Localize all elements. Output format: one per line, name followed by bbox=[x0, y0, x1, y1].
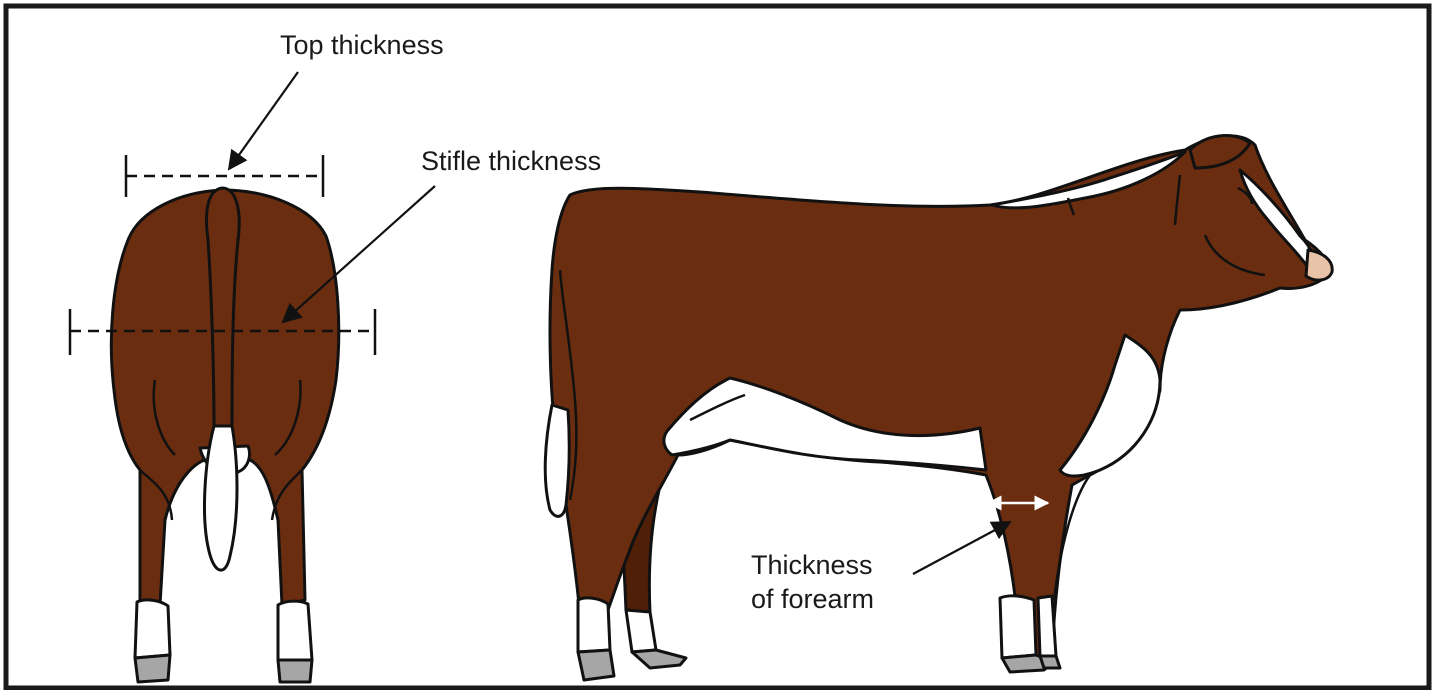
rear-tail-switch bbox=[204, 426, 237, 570]
side-far-hind-sock bbox=[626, 610, 656, 652]
side-far-hind-hoof bbox=[632, 650, 686, 668]
side-far-fore-hoof bbox=[1040, 656, 1060, 668]
forearm-leader-arrow bbox=[913, 522, 1010, 574]
side-nose bbox=[1306, 250, 1332, 280]
steer-rear-view bbox=[111, 188, 338, 682]
stifle-thickness-label: Stifle thickness bbox=[421, 146, 601, 176]
side-hind-hoof bbox=[578, 650, 614, 680]
side-body bbox=[550, 136, 1330, 660]
forearm-label-line1: Thickness bbox=[751, 550, 873, 580]
rear-right-hoof bbox=[278, 660, 312, 682]
side-hind-sock bbox=[578, 598, 610, 652]
rear-left-sock bbox=[135, 600, 170, 658]
rear-left-hoof bbox=[135, 655, 170, 682]
side-tail-switch bbox=[545, 405, 569, 516]
top-thickness-arrow bbox=[229, 72, 298, 169]
steer-side-view bbox=[545, 136, 1332, 680]
side-fore-sock bbox=[1000, 596, 1036, 658]
side-far-fore-sock bbox=[1038, 596, 1056, 656]
forearm-label-line2: of forearm bbox=[751, 584, 874, 614]
rear-right-sock bbox=[278, 601, 312, 660]
top-thickness-label: Top thickness bbox=[280, 30, 444, 60]
